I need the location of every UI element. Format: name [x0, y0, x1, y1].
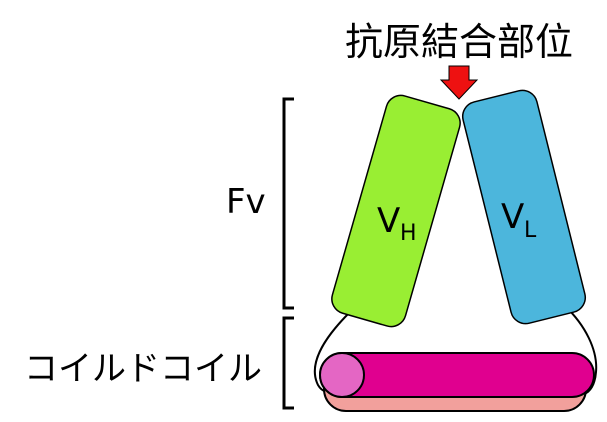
- title-antigen-binding-site: 抗原結合部位: [345, 20, 573, 64]
- antigen-binding-arrow-icon: [439, 65, 479, 100]
- fv-label: Fv: [226, 182, 266, 222]
- vl-label-sub: L: [524, 218, 537, 243]
- vl-linker-line: [564, 305, 598, 395]
- vh-label: V: [377, 201, 400, 241]
- vl-domain: [461, 89, 587, 325]
- coil-label: コイルドコイル: [24, 349, 262, 389]
- vh-domain: [331, 94, 461, 328]
- vh-label-main: V: [377, 201, 400, 241]
- vl-label-main: V: [501, 197, 524, 237]
- fv-bracket: [282, 97, 294, 310]
- vh-label-sub: H: [400, 221, 417, 246]
- vl-label: V: [501, 197, 524, 237]
- coil-bracket: [282, 316, 294, 410]
- coil-front-helix: [319, 352, 595, 398]
